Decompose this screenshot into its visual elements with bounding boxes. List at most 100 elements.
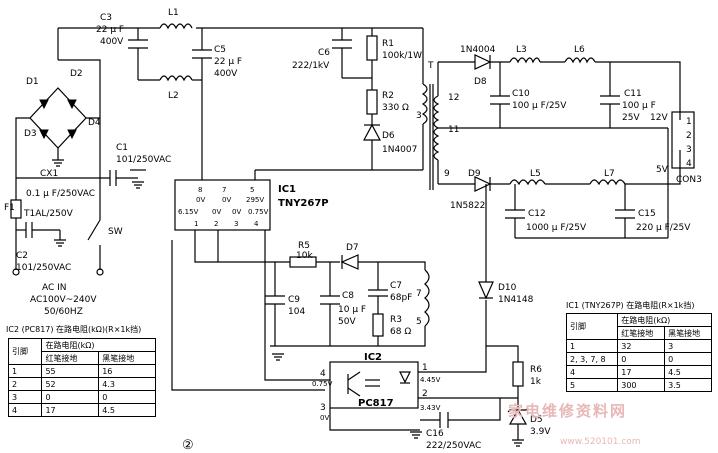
table-ic1-col-pin: 引脚 xyxy=(565,313,619,340)
ic2-body xyxy=(329,361,419,409)
table-cell: 0 xyxy=(98,390,156,404)
label-c2-value: 101/250VAC xyxy=(16,263,71,273)
table-cell: 4.3 xyxy=(98,377,156,391)
ic1-pin-7: 7 xyxy=(222,186,226,194)
inductor-l6 xyxy=(564,57,596,64)
resistor-r6 xyxy=(512,361,524,387)
label-aux-7: 7 xyxy=(416,289,422,299)
label-c8-value: 10 μ F xyxy=(338,305,366,315)
ic1-v4: 0.75V xyxy=(248,208,269,216)
capacitor-c10 xyxy=(490,95,510,105)
label-d3: D3 xyxy=(24,129,37,139)
switch-sw xyxy=(87,219,101,241)
label-ic2-part: PC817 xyxy=(358,398,394,409)
label-d5-value: 3.9V xyxy=(530,427,551,437)
resistor-r1 xyxy=(366,35,378,61)
label-d8: D8 xyxy=(474,77,487,87)
label-r5: R5 xyxy=(298,241,310,251)
label-d6: D6 xyxy=(382,131,395,141)
ic1-v1: 6.15V xyxy=(178,208,199,216)
diode-d9 xyxy=(474,176,492,192)
ic1-v3: 0V xyxy=(232,208,241,216)
label-r6: R6 xyxy=(530,365,542,375)
label-f1-value: T1AL/250V xyxy=(23,209,74,219)
diode-d10 xyxy=(478,281,494,300)
ic2-pin-1: 1 xyxy=(422,363,428,373)
capacitor-c8 xyxy=(320,295,340,305)
label-c8: C8 xyxy=(342,291,354,301)
label-aux-5: 5 xyxy=(416,317,422,327)
connector-con3 xyxy=(671,111,695,169)
zener-d5 xyxy=(507,407,529,425)
table-cell: 0 xyxy=(664,352,712,366)
capacitor-c2 xyxy=(25,222,33,238)
ic1-pin-8: 8 xyxy=(198,186,202,194)
capacitor-c12 xyxy=(505,209,525,219)
label-r3-value: 68 Ω xyxy=(390,327,411,337)
capacitor-c15 xyxy=(615,209,635,219)
label-d6-value: 1N4007 xyxy=(382,145,417,155)
label-ic1-part: TNY267P xyxy=(278,198,329,209)
label-cx1: CX1 xyxy=(40,169,58,179)
label-d4: D4 xyxy=(88,118,101,128)
label-c3-value: 22 μ F xyxy=(96,25,124,35)
table-ic1-col-red: 红笔接地 xyxy=(617,326,666,340)
label-d1: D1 xyxy=(26,77,39,87)
ic1-pin-2: 2 xyxy=(214,220,218,228)
label-f1: F1 xyxy=(4,203,15,213)
label-c2: C2 xyxy=(16,251,28,261)
label-r1-value: 100k/1W xyxy=(382,51,422,61)
ic1-pin-4: 4 xyxy=(254,220,259,228)
table-cell: 4 xyxy=(7,403,43,417)
table-cell: 1 xyxy=(565,339,619,353)
ic1-v7: 0V xyxy=(222,196,231,204)
label-c10-value: 100 μ F/25V xyxy=(512,101,567,111)
table-ic1-caption: IC1 (TNY267P) 在路电阻(R×1k挡) xyxy=(566,301,695,310)
table-ic2-caption: IC2 (PC817) 在路电阻(kΩ)(R×1k挡) xyxy=(6,325,142,334)
label-c7-value: 68pF xyxy=(390,293,412,303)
label-c5-value: 22 μ F xyxy=(214,57,242,67)
label-l7: L7 xyxy=(604,169,615,179)
con3-pin-4: 4 xyxy=(686,159,692,169)
resistor-r3 xyxy=(372,313,384,337)
label-c11-value: 100 μ F xyxy=(622,101,656,111)
con3-pin-1: 1 xyxy=(686,117,692,127)
label-l1: L1 xyxy=(168,8,179,18)
table-ic2-col-pin: 引脚 xyxy=(7,338,43,365)
capacitor-c6 xyxy=(332,39,352,49)
con3-pin-2: 2 xyxy=(686,131,692,141)
label-t: T xyxy=(427,61,434,71)
ground-symbols xyxy=(52,159,524,447)
label-5v: 5V xyxy=(656,165,669,175)
label-r5-value: 10k xyxy=(296,251,313,261)
table-cell: 2, 3, 7, 8 xyxy=(565,352,619,366)
label-t12: 12 xyxy=(448,93,459,103)
label-r1: R1 xyxy=(382,39,394,49)
table-cell: 4 xyxy=(565,365,619,379)
diode-d6 xyxy=(363,123,381,141)
table-cell: 52 xyxy=(41,377,100,391)
label-d7: D7 xyxy=(346,243,359,253)
inductor-l3 xyxy=(509,57,541,64)
capacitor-c7 xyxy=(368,289,388,297)
label-c7: C7 xyxy=(390,281,402,291)
capacitor-c9 xyxy=(265,295,285,305)
resistor-r2 xyxy=(366,89,378,115)
label-l2: L2 xyxy=(168,91,179,101)
diode-d7 xyxy=(340,254,359,270)
label-sw: SW xyxy=(108,227,123,237)
table-ic1-col-black: 黑笔接地 xyxy=(664,326,712,340)
label-d2: D2 xyxy=(70,69,83,79)
inductor-l2 xyxy=(159,75,193,82)
ic1-pin-1: 1 xyxy=(194,220,198,228)
table-ic2-header-group: 在路电阻(kΩ) xyxy=(41,338,156,352)
watermark-url: www.520101.com xyxy=(560,437,641,447)
optocoupler-symbol xyxy=(347,371,411,397)
ic1-pin-5: 5 xyxy=(250,186,254,194)
label-r3: R3 xyxy=(390,315,402,325)
label-l6: L6 xyxy=(574,45,585,55)
